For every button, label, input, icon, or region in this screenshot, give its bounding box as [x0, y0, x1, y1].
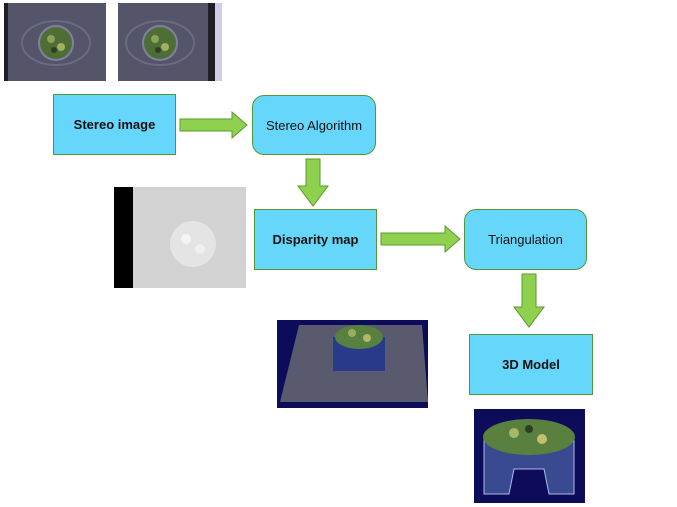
- arrow-disparity-to-triangulation: [380, 225, 461, 253]
- arrow-algorithm-to-disparity: [297, 158, 329, 207]
- reconstruction-image: [277, 320, 428, 408]
- stereo-image-node: Stereo image: [53, 94, 176, 155]
- disparity-map-image: [114, 187, 246, 288]
- triangulation-node: Triangulation: [464, 209, 587, 270]
- disparity-map-node: Disparity map: [254, 209, 377, 270]
- arrow-stereo-image-to-algorithm: [179, 111, 248, 139]
- stereo-left-image: [4, 3, 106, 81]
- stereo-algorithm-node: Stereo Algorithm: [252, 95, 376, 155]
- stereo-right-image: [118, 3, 222, 81]
- 3d-model-image: [474, 409, 585, 503]
- arrow-triangulation-to-3d-model: [513, 273, 545, 328]
- 3d-model-node: 3D Model: [469, 334, 593, 395]
